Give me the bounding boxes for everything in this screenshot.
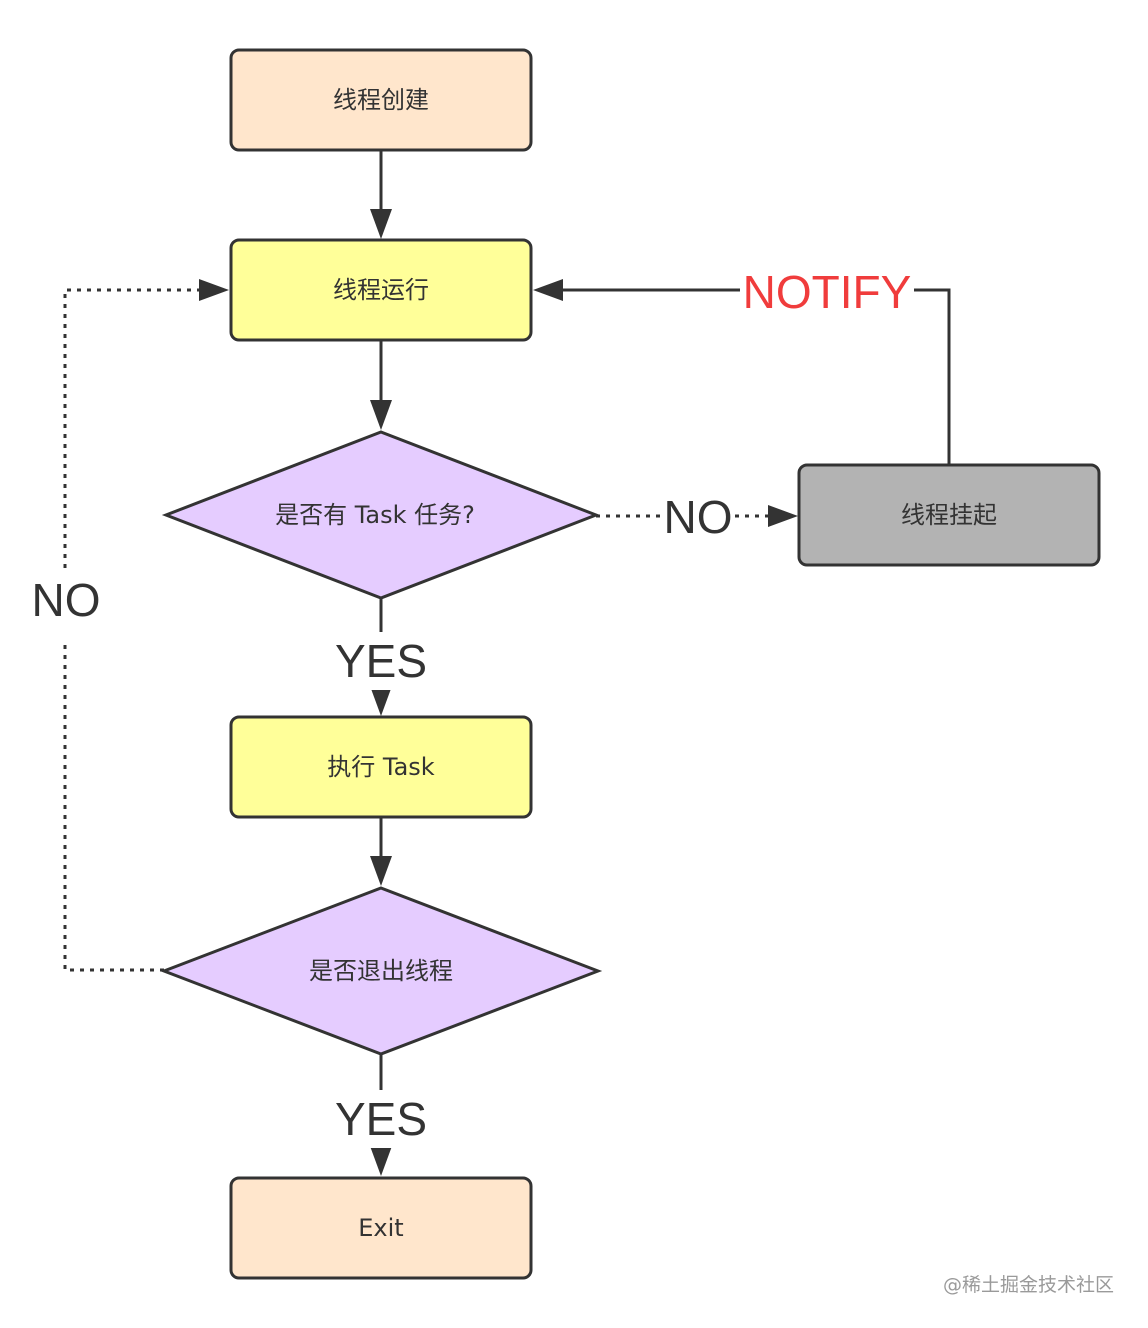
node-has-task-label: 是否有 Task 任务? <box>275 501 475 529</box>
node-suspend: 线程挂起 <box>797 463 1101 567</box>
edge-exec-to-exit-check <box>370 818 392 886</box>
watermark: @稀土掘金技术社区 <box>943 1274 1114 1296</box>
edge-has-task-no-to-suspend <box>596 505 798 527</box>
edge-suspend-notify-to-run <box>533 279 951 464</box>
node-create: 线程创建 <box>229 48 533 152</box>
node-suspend-label: 线程挂起 <box>901 501 997 529</box>
label-notify: NOTIFY <box>743 266 912 318</box>
node-exec: 执行 Task <box>229 715 533 819</box>
node-exit-check: 是否退出线程 <box>159 886 603 1056</box>
label-yes-task: YES <box>335 635 427 687</box>
label-yes-exit: YES <box>335 1093 427 1145</box>
label-no-exit: NO <box>32 574 101 626</box>
edge-create-to-run <box>370 151 392 239</box>
node-has-task: 是否有 Task 任务? <box>161 430 601 600</box>
node-run: 线程运行 <box>229 238 533 342</box>
node-run-label: 线程运行 <box>333 276 429 304</box>
edge-exit-check-no-to-run <box>63 279 229 972</box>
node-exit-label: Exit <box>358 1214 403 1242</box>
edge-run-to-has-task <box>370 341 392 430</box>
label-no-task: NO <box>664 491 733 543</box>
node-create-label: 线程创建 <box>333 86 429 114</box>
node-exit-check-label: 是否退出线程 <box>309 957 453 985</box>
node-exec-label: 执行 Task <box>327 753 435 781</box>
node-exit: Exit <box>229 1176 533 1280</box>
